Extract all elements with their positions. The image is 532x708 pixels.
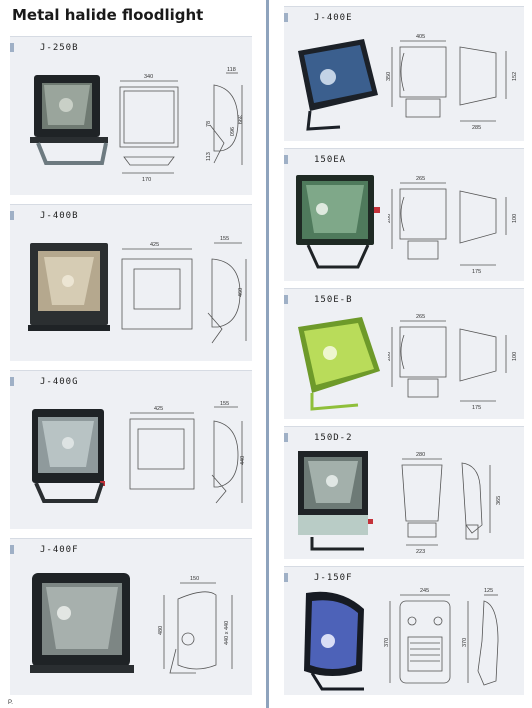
floodlight-photo xyxy=(296,175,380,269)
label-tick xyxy=(284,295,288,304)
model-label: J-400G xyxy=(40,377,79,387)
floodlight-photo xyxy=(298,39,378,131)
label-tick xyxy=(284,155,288,164)
dim-label: 370 xyxy=(462,638,468,647)
floodlight-photo xyxy=(30,75,108,165)
model-label: J-400F xyxy=(40,545,79,555)
label-tick xyxy=(10,211,14,220)
dim-label: 175 xyxy=(472,405,481,411)
dim-label: 370 xyxy=(384,638,390,647)
dim-label: 265 xyxy=(416,176,425,182)
model-label: J-400E xyxy=(314,13,353,23)
product-card-j400e: J-400E 405 350 152 285 xyxy=(284,6,524,141)
dimension-drawing: 150 480 440 x 440 xyxy=(158,576,233,674)
dim-label: 280 xyxy=(416,452,425,458)
label-tick xyxy=(10,43,14,52)
dim-label: 78 xyxy=(206,121,212,127)
product-card-150ea: 150EA 265 200 100 175 xyxy=(284,148,524,281)
dimension-drawing: 340 118 960 399 78 113 170 xyxy=(119,67,243,183)
dim-label: 340 xyxy=(144,74,153,80)
floodlight-photo xyxy=(304,591,364,691)
model-label: J-150F xyxy=(314,573,353,583)
dimension-drawing: 280 365 223 xyxy=(401,452,502,555)
dimension-drawing: 245 125 370 370 xyxy=(384,588,499,686)
label-tick xyxy=(10,377,14,386)
label-tick xyxy=(10,545,14,554)
product-card-150d2: 150D-2 280 365 223 xyxy=(284,426,524,559)
floodlight-photo xyxy=(298,451,373,551)
product-card-j400f: J-400F 150 480 440 x 440 xyxy=(10,538,252,695)
dimension-drawing: 425 155 460 xyxy=(121,236,247,344)
dim-label: 399 xyxy=(236,115,242,124)
dim-label: 155 xyxy=(220,401,229,407)
model-label: J-250B xyxy=(40,43,79,53)
product-card-j400b: J-400B 425 155 460 xyxy=(10,204,252,361)
label-tick xyxy=(284,433,288,442)
label-tick xyxy=(284,573,288,582)
dim-label: 125 xyxy=(484,588,493,594)
dim-label: 113 xyxy=(206,152,212,161)
model-label: 150E-B xyxy=(314,295,353,305)
dim-label: 175 xyxy=(472,269,481,275)
dim-label: 100 xyxy=(512,352,518,361)
dim-label: 960 xyxy=(228,127,234,136)
dim-label: 440 x 440 xyxy=(224,621,230,645)
floodlight-photo xyxy=(298,317,380,411)
dim-label: 100 xyxy=(512,214,518,223)
dim-label: 200 xyxy=(388,352,392,361)
floodlight-photo xyxy=(32,409,105,503)
dimension-drawing: 265 200 100 175 xyxy=(388,314,518,411)
dimension-drawing: 425 155 440 xyxy=(129,401,246,504)
dim-label: 480 xyxy=(158,626,164,635)
dim-label: 118 xyxy=(227,67,236,73)
dim-label: 425 xyxy=(154,406,163,412)
floodlight-photo xyxy=(30,573,134,673)
product-card-j250b: J-250B 340 118 960 399 78 113 170 xyxy=(10,36,252,195)
model-label: 150EA xyxy=(314,155,347,165)
page-footer-mark: P. xyxy=(8,700,13,706)
dim-label: 265 xyxy=(416,314,425,320)
dim-label: 155 xyxy=(220,236,229,242)
model-label: J-400B xyxy=(40,211,79,221)
model-label: 150D-2 xyxy=(314,433,353,443)
dim-label: 405 xyxy=(416,34,425,40)
dim-label: 152 xyxy=(512,72,518,81)
product-card-j400g: J-400G 425 155 440 xyxy=(10,370,252,529)
product-card-150eb: 150E-B 265 200 100 175 xyxy=(284,288,524,419)
page-title: Metal halide floodlight xyxy=(12,6,204,24)
column-divider xyxy=(266,0,269,708)
dimension-drawing: 265 200 100 175 xyxy=(388,176,518,275)
dim-label: 223 xyxy=(416,549,425,555)
dim-label: 425 xyxy=(150,242,159,248)
dim-label: 350 xyxy=(386,72,392,81)
dim-label: 285 xyxy=(472,125,481,131)
product-card-j150f: J-150F 245 125 370 370 xyxy=(284,566,524,695)
dimension-drawing: 405 350 152 285 xyxy=(386,34,518,131)
dim-label: 245 xyxy=(420,588,429,594)
dim-label: 170 xyxy=(142,177,151,183)
floodlight-photo xyxy=(28,243,110,331)
dim-label: 150 xyxy=(190,576,199,582)
dim-label: 460 xyxy=(238,288,244,297)
label-tick xyxy=(284,13,288,22)
dim-label: 440 xyxy=(240,456,246,465)
dim-label: 365 xyxy=(496,496,502,505)
dim-label: 200 xyxy=(388,214,392,223)
